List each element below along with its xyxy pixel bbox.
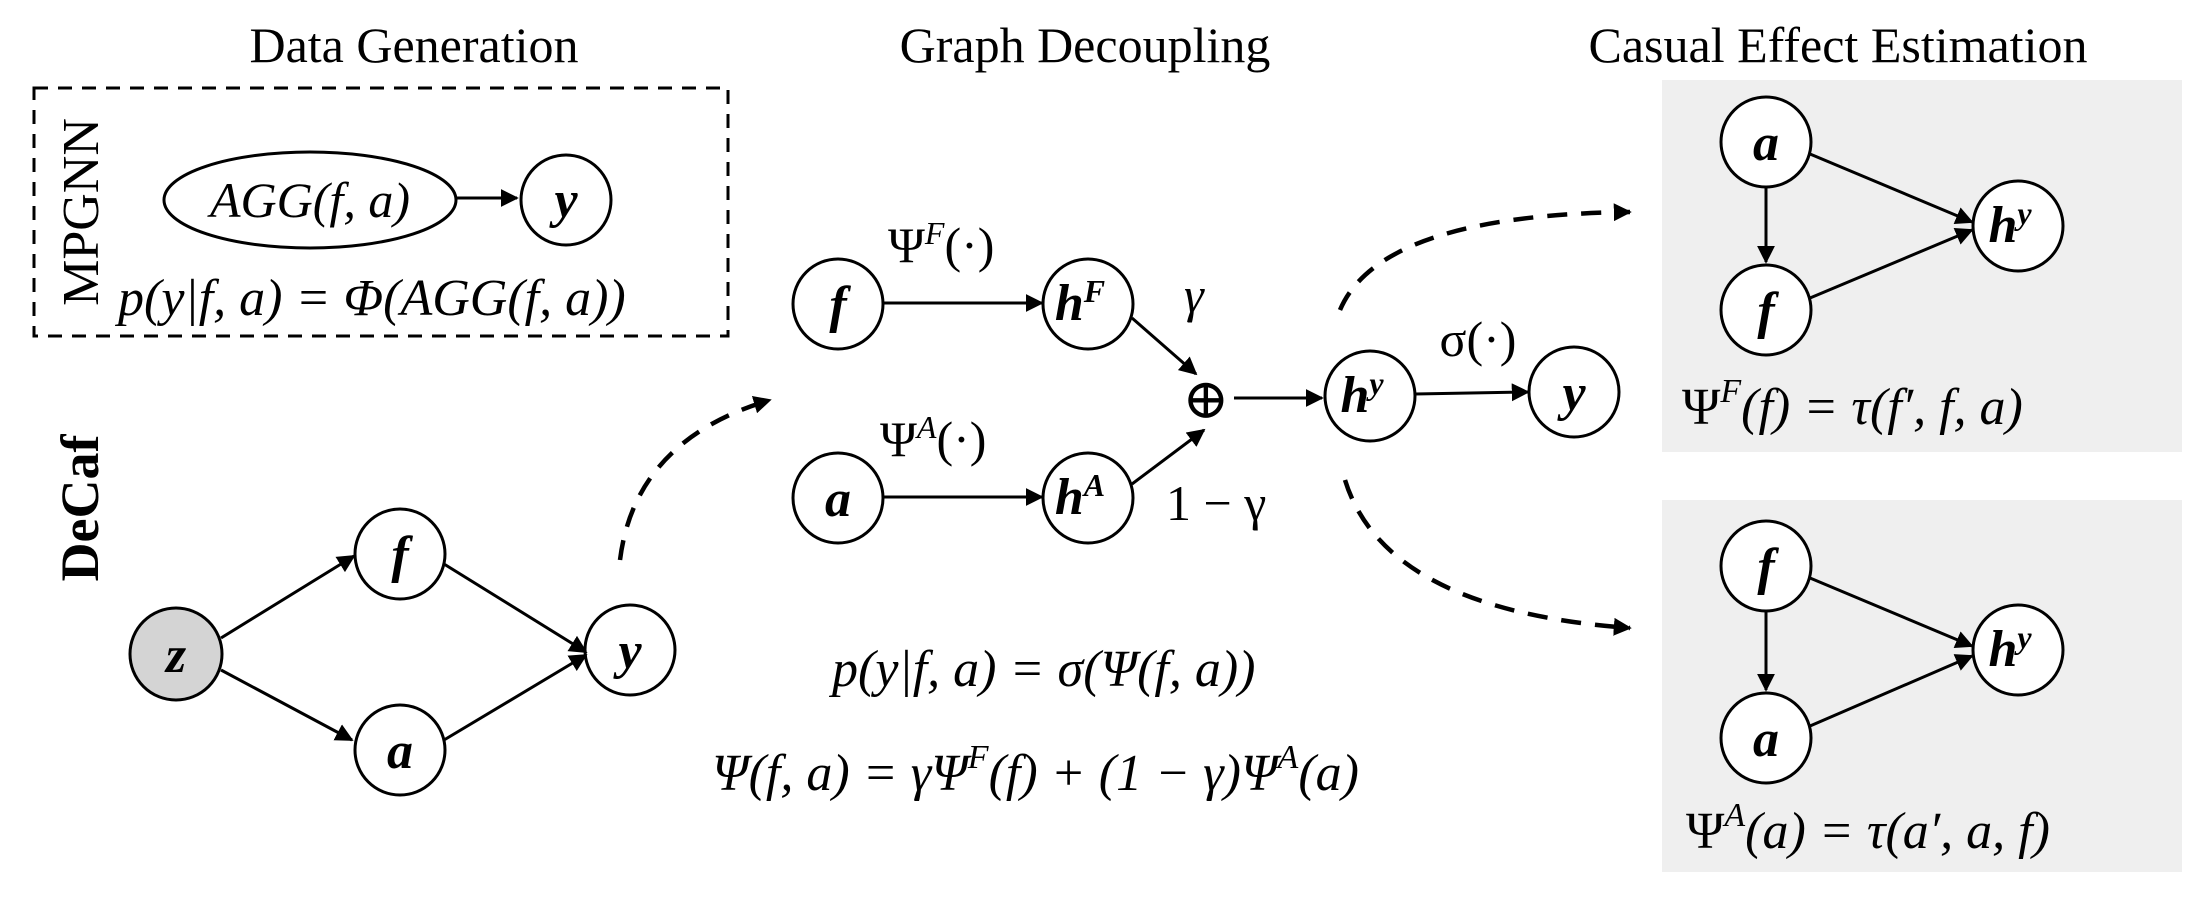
panel-top-h-label: hy bbox=[1988, 195, 2032, 254]
decoupling-equation-2: Ψ(f, a) = γΨF(f) + (1 − γ)ΨA(a) bbox=[712, 739, 1359, 802]
agg-node bbox=[162, 150, 458, 250]
edge-bottom-a-to-h bbox=[1809, 654, 1974, 728]
oplus-symbol: ⊕ bbox=[1183, 369, 1230, 431]
z-node-label: z bbox=[164, 627, 187, 684]
panel-top-f-node bbox=[1719, 263, 1813, 357]
panel-top-a-label: a bbox=[1753, 115, 1779, 172]
psiA-label: ΨA(·) bbox=[880, 409, 986, 467]
panel-top-f-label: f bbox=[1757, 283, 1779, 340]
mpgnn-label: MPGNN bbox=[53, 118, 110, 306]
edge-z-to-a bbox=[220, 668, 354, 742]
sigma-label: σ(·) bbox=[1440, 311, 1517, 367]
dashed-arrow-to-decoupling bbox=[617, 395, 772, 561]
panel-bottom-equation: ΨA(a) = τ(a′, a, f) bbox=[1686, 797, 2050, 860]
z-node bbox=[128, 606, 224, 702]
edge-hA-to-oplus bbox=[1131, 428, 1206, 486]
panel-bottom-h-label: hy bbox=[1988, 619, 2032, 678]
decaf-a-node bbox=[353, 703, 447, 797]
edge-z-to-f bbox=[220, 554, 356, 640]
mpgnn-equation: p(y|f, a) = Φ(AGG(f, a)) bbox=[114, 270, 626, 327]
dashed-arrow-to-bottom-panel bbox=[1342, 479, 1632, 636]
hy-node bbox=[1323, 349, 1417, 443]
panel-bottom-f-label: f bbox=[1757, 539, 1779, 596]
hA-label: hA bbox=[1055, 467, 1105, 526]
title-causal-effect-estimation: Casual Effect Estimation bbox=[1589, 17, 2088, 73]
edge-top-a-to-h bbox=[1809, 152, 1974, 225]
edge-a-to-y bbox=[443, 653, 588, 742]
edge-top-f-to-h bbox=[1809, 227, 1974, 300]
decaf-f-label: f bbox=[391, 527, 413, 584]
panel-bottom-a-node bbox=[1719, 691, 1813, 785]
one-minus-gamma-label: 1 − γ bbox=[1166, 475, 1266, 531]
panel-bottom-h-node bbox=[1971, 603, 2065, 697]
hF-label: hF bbox=[1055, 273, 1105, 332]
hy-label: hy bbox=[1340, 365, 1384, 424]
edge-bottom-f-to-h bbox=[1809, 576, 1974, 649]
dec-a-label: a bbox=[825, 471, 851, 528]
dashed-arrow-to-top-panel bbox=[1337, 203, 1632, 311]
title-data-generation: Data Generation bbox=[249, 17, 578, 73]
psiF-label: ΨF(·) bbox=[888, 215, 994, 273]
decaf-label: DeCaf bbox=[50, 434, 110, 582]
panel-bottom-a-label: a bbox=[1753, 711, 1779, 768]
edge-f-to-y bbox=[443, 562, 588, 654]
mpgnn-y-node bbox=[519, 153, 613, 247]
panel-top-h-node bbox=[1971, 179, 2065, 273]
title-graph-decoupling: Graph Decoupling bbox=[900, 17, 1271, 73]
decoupling-equation-1: p(y|f, a) = σ(Ψ(f, a)) bbox=[828, 641, 1255, 698]
mpgnn-box bbox=[32, 86, 730, 338]
decaf-a-label: a bbox=[387, 723, 413, 780]
gamma-label: γ bbox=[1184, 267, 1205, 323]
edge-hF-to-oplus bbox=[1131, 316, 1198, 376]
dec-f-label: f bbox=[829, 277, 851, 334]
dec-y-node bbox=[1527, 345, 1621, 439]
agg-node-label: AGG(f, a) bbox=[207, 172, 410, 228]
decaf-f-node bbox=[353, 507, 447, 601]
panel-top-equation: ΨF(f) = τ(f′, f, a) bbox=[1682, 373, 2023, 436]
edge-hy-to-y bbox=[1414, 383, 1530, 402]
